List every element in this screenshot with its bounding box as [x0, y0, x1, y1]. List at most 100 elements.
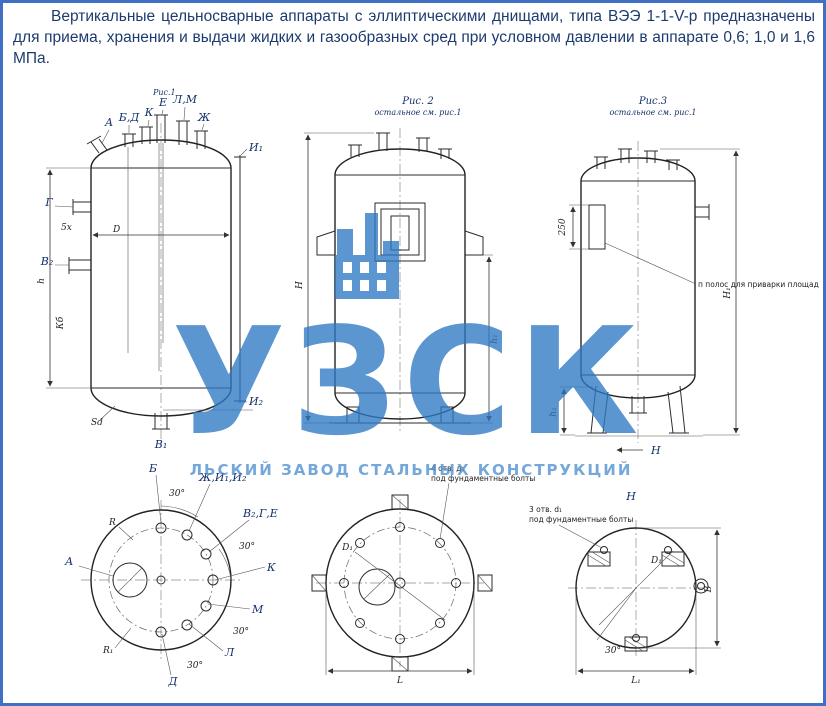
plan3-leg-pads: [587, 551, 685, 652]
svg-text:под фундаментные болты: под фундаментные болты: [529, 515, 633, 524]
drawing-canvas: Рис.1: [37, 88, 819, 688]
fig1-vessel-outline: [90, 139, 232, 417]
watermark-subtitle: ЛЬСКИЙ ЗАВОД СТАЛЬНЫХ КОНСТРУКЦИЙ: [190, 460, 633, 479]
plan3-drawing: Н 3 отв. d₁ под фундаментные болты: [529, 490, 721, 686]
svg-text:250: 250: [558, 218, 568, 236]
fig1-label-a: А: [104, 116, 113, 129]
watermark: УЗСК ЛЬСКИЙ ЗАВОД СТАЛЬНЫХ КОНСТРУКЦИЙ: [172, 213, 645, 479]
plan1-manhole: [112, 562, 148, 598]
plan1-label-d: Д: [168, 675, 179, 688]
fig3-subcaption: остальное см. рис.1: [609, 108, 696, 117]
svg-text:h₂: h₂: [549, 407, 559, 417]
plan1-dim-r: R: [108, 518, 116, 528]
fig3-caption: Рис.3: [638, 96, 667, 107]
fig3-note: п полос для приварки площад: [604, 242, 819, 289]
intro-paragraph: Вертикальные цельносварные аппараты с эл…: [13, 8, 815, 67]
fig1-internal-pipes: [127, 143, 164, 371]
svg-text:30°: 30°: [605, 646, 621, 656]
plan1-label-zhi: Ж,И₁,И₂: [198, 471, 246, 484]
plan2-dim-L: L: [325, 589, 475, 686]
fig1-top-nozzles: [86, 114, 208, 154]
fig1-label-v2: В₂: [40, 255, 54, 268]
plan1-bolt-circle: [108, 527, 214, 633]
fig2-base-supports: [329, 406, 471, 424]
fig1-drawing: Рис.1: [37, 88, 263, 451]
fig1-label-v1: В₁: [154, 438, 168, 451]
plan3-view-title: Н: [625, 490, 636, 503]
fig3-drawing: Рис.3 остальное см. рис.1: [549, 96, 819, 457]
svg-text:h₁: h₁: [490, 334, 500, 343]
plan2-lugs: [311, 494, 493, 672]
plan1-label-k: К: [266, 561, 276, 574]
fig3-vessel-outline: [580, 157, 696, 399]
plan2-drawing: D₁ 4 отв. д₁ под фундаментные болты L: [311, 464, 535, 686]
plan1-label-v2ge: В₂,Г,Е: [242, 507, 278, 520]
fig1-dim-d: D: [92, 225, 230, 238]
plan1-nozzle-holes: [155, 522, 219, 638]
svg-text:h: h: [37, 278, 47, 284]
svg-text:D: D: [112, 225, 120, 235]
fig2-dim-h1: h₁: [471, 254, 500, 424]
fig3-view-label: Н: [650, 444, 661, 457]
fig3-legs: [575, 385, 703, 437]
fig3-dim-250: 250: [558, 204, 589, 250]
plan2-bolt-holes: [339, 522, 461, 644]
fig3-view-arrow: Н: [616, 444, 661, 457]
svg-text:п полос для приварки площад: п полос для приварки площад: [698, 280, 819, 289]
svg-text:под фундаментные болты: под фундаментные болты: [431, 474, 535, 483]
plan3-dim-B: В: [636, 527, 721, 649]
fig3-top-nozzles: [594, 148, 710, 220]
svg-text:Н₁: Н₁: [723, 287, 733, 299]
plan1-dim-r1: R₁: [102, 646, 113, 656]
fig1-dim-k6: Кб: [55, 316, 66, 330]
svg-text:D₁: D₁: [341, 543, 353, 553]
fig1-label-k: К: [144, 106, 154, 119]
fig2-subcaption: остальное см. рис.1: [374, 108, 461, 117]
fig1-label-bd: Б,Д: [118, 111, 141, 124]
plan2-centerlines: [316, 499, 484, 667]
fig1-level-gauge-pipe: [163, 155, 253, 411]
plan1-angle-30-top: 30°: [169, 489, 185, 499]
plan1-label-a: А: [64, 555, 73, 568]
plan2-note: 4 отв. д₁ под фундаментные болты: [431, 464, 535, 540]
plan1-label-m: М: [251, 603, 264, 616]
fig1-label-zh: Ж: [197, 111, 211, 124]
svg-text:L: L: [396, 676, 403, 686]
plan3-angle-30: 30°: [596, 587, 637, 656]
plan1-angle-30-bottomright: 30°: [233, 627, 249, 637]
svg-text:Н: Н: [295, 281, 305, 290]
fig1-label-g: Г: [44, 196, 53, 209]
fig3-dim-H1: Н₁: [660, 148, 740, 436]
plan1-angle-30-bottom: 30°: [187, 661, 203, 671]
fig3-weld-pad: [588, 204, 606, 250]
svg-text:L₁: L₁: [630, 676, 641, 686]
fig1-label-i2: И₂: [248, 395, 263, 408]
plan3-note: 3 отв. d₁ под фундаментные болты: [529, 505, 633, 549]
fig1-dim-sd: Sd: [91, 418, 103, 428]
plan3-bolt-holes: [600, 546, 672, 642]
svg-text:В: В: [704, 585, 714, 593]
watermark-title: УЗСК: [172, 296, 645, 468]
fig2-top-nozzles: [348, 132, 452, 159]
plan1-label-l: Л: [224, 646, 235, 659]
plan3-side-nozzle: [693, 578, 709, 594]
fig1-caption: Рис.1: [152, 88, 176, 97]
plan2-bolt-circle: [343, 526, 457, 640]
svg-text:3 отв. d₁: 3 отв. d₁: [529, 505, 562, 514]
svg-text:4 отв. д₁: 4 отв. д₁: [431, 464, 465, 473]
plan2-manhole: [358, 568, 406, 606]
fig1-label-i1: И₁: [248, 141, 263, 154]
fig1-label-e: Е: [158, 96, 167, 109]
plan1-label-b: Б: [148, 462, 157, 475]
plan3-dim-L1: L₁: [575, 593, 697, 686]
fig1-dim-h: h: [37, 167, 91, 389]
plan1-angle-arcs: [160, 505, 232, 581]
svg-text:D₁: D₁: [650, 556, 662, 566]
plan1-angle-30-right: 30°: [239, 542, 255, 552]
plan1-leader-lines: [78, 474, 266, 676]
plan1-centerlines: [81, 500, 241, 660]
fig1-leader-lines: [54, 106, 248, 421]
fig1-label-lm: Л,М: [172, 93, 198, 106]
fig3-dim-h2: h₂: [549, 386, 593, 436]
